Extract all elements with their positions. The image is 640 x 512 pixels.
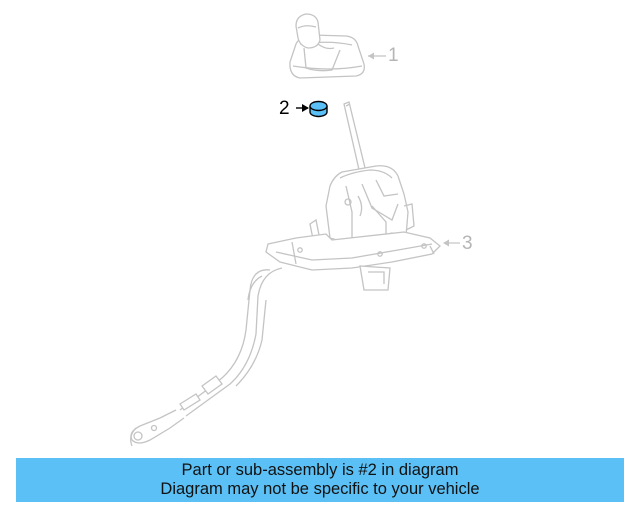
- callout-3: 3: [462, 233, 473, 254]
- banner-line-1: Part or sub-assembly is #2 in diagram: [181, 461, 459, 479]
- highlighted-cap-part: [309, 100, 328, 118]
- leader-lines: [296, 52, 460, 247]
- banner-line-2: Diagram may not be specific to your vehi…: [160, 480, 480, 498]
- shifter-assembly-part: [130, 101, 441, 447]
- shift-boot-part: [289, 13, 365, 79]
- callout-1: 1: [388, 45, 399, 66]
- info-banner: Part or sub-assembly is #2 in diagram Di…: [16, 458, 624, 502]
- callout-2: 2: [279, 98, 290, 119]
